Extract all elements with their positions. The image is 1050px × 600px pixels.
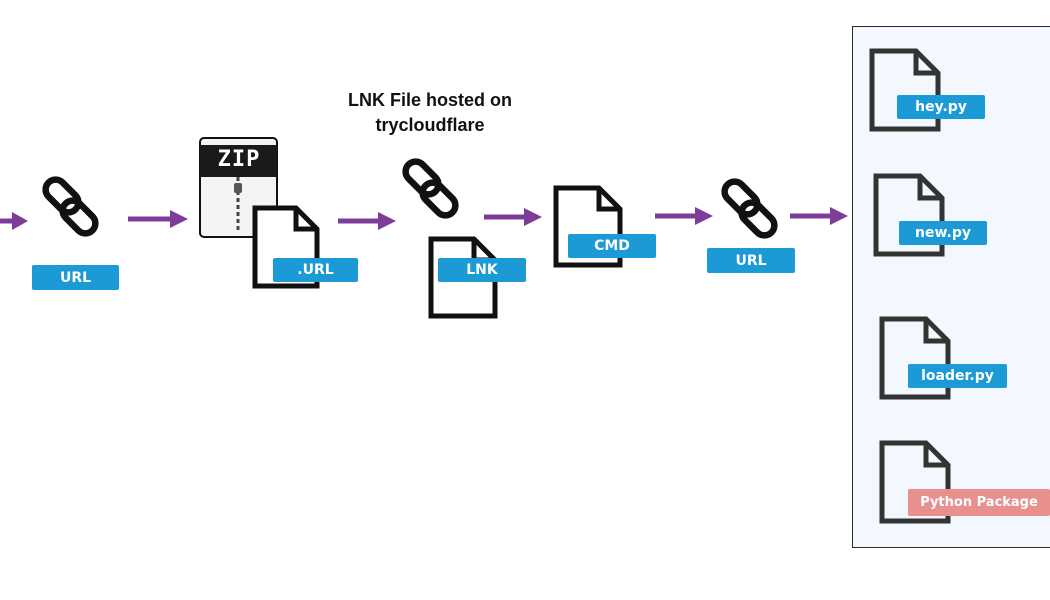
- url-label: URL: [32, 265, 119, 290]
- chain-link-icon: [42, 176, 99, 237]
- right-arrow-icon: [655, 207, 713, 225]
- payload-package-label: Python Package: [908, 489, 1050, 516]
- caption-line-1: LNK File hosted on: [348, 90, 512, 110]
- right-arrow-icon: [790, 207, 848, 225]
- lnk-hosting-caption: LNK File hosted on trycloudflare: [300, 88, 560, 138]
- payload-file-label: loader.py: [908, 364, 1007, 388]
- chain-link-icon: [721, 178, 778, 239]
- url-label: URL: [707, 248, 795, 273]
- payload-file-label: hey.py: [897, 95, 985, 119]
- lnk-label: LNK: [438, 258, 526, 282]
- right-arrow-icon: [0, 212, 28, 230]
- caption-line-2: trycloudflare: [375, 115, 485, 135]
- right-arrow-icon: [128, 210, 188, 228]
- zip-text: ZIP: [217, 147, 261, 172]
- document-icon: [869, 48, 941, 132]
- right-arrow-icon: [338, 212, 396, 230]
- url-file-label: .URL: [273, 258, 358, 282]
- right-arrow-icon: [484, 208, 542, 226]
- cmd-label: CMD: [568, 234, 656, 258]
- payload-file-label: new.py: [899, 221, 987, 245]
- chain-link-icon: [402, 158, 459, 219]
